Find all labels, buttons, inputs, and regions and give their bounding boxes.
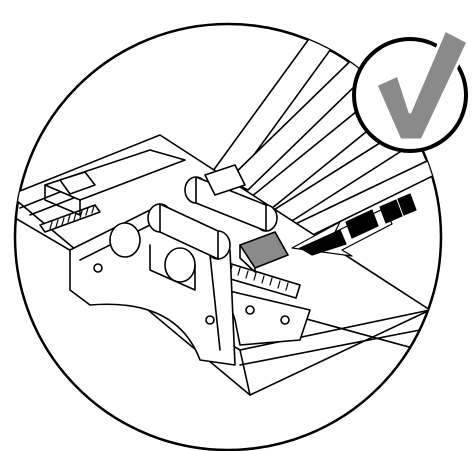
checkmark-icon — [352, 28, 470, 153]
roller-assembly — [109, 164, 278, 291]
clamp-block — [44, 149, 186, 216]
left-ruler-scale — [39, 204, 101, 233]
push-arrow-icon — [291, 193, 417, 257]
film-tab — [239, 231, 289, 273]
